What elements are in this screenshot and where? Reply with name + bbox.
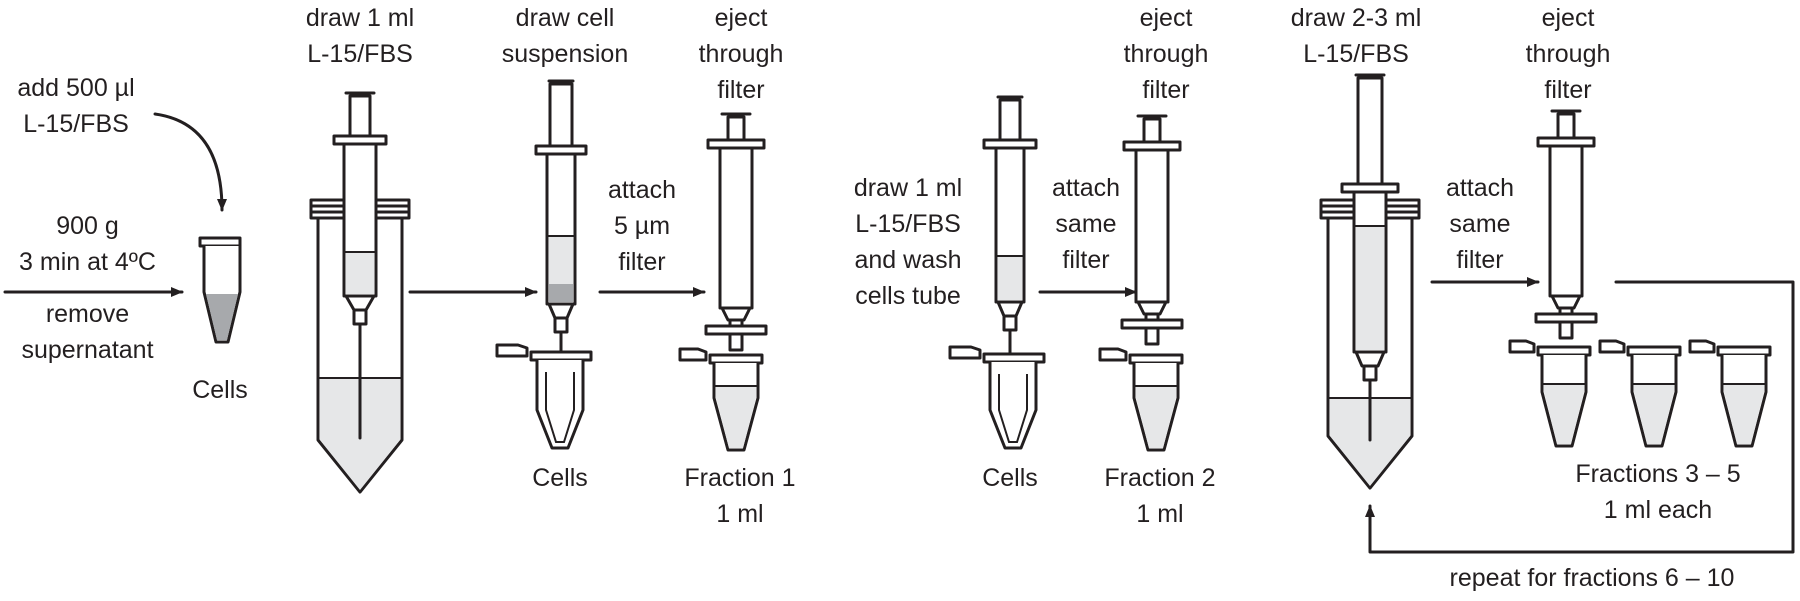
syringe-filter-1 xyxy=(704,112,768,352)
draw-2-3ml-label: draw 2-3 ml L-15/FBS xyxy=(1290,4,1422,68)
syringe-2 xyxy=(534,79,588,442)
repeat-label: repeat for fractions 6 – 10 xyxy=(1449,564,1735,592)
fraction-tube-3 xyxy=(1508,339,1592,448)
fraction-2-tube xyxy=(1098,347,1184,452)
add-medium-label: add 500 µl L-15/FBS xyxy=(17,74,135,138)
centrifuge-label: 900 g 3 min at 4ºC xyxy=(19,212,156,276)
fraction-1-label: Fraction 1 1 ml xyxy=(684,464,796,528)
syringe-4 xyxy=(1340,73,1400,442)
draw-wash-label: draw 1 ml L-15/FBS and wash cells tube xyxy=(853,174,963,310)
remove-supernatant-label: remove supernatant xyxy=(21,300,154,364)
fraction-1-tube xyxy=(678,347,764,452)
attach-same-filter-label-2: attach same filter xyxy=(1445,174,1515,274)
add-medium-arrow xyxy=(153,112,227,212)
syringe-filter-3 xyxy=(1534,109,1598,340)
cells-label-3: Cells xyxy=(982,464,1038,492)
attach-filter-label: attach 5 µm filter xyxy=(607,176,677,276)
cells-label-1: Cells xyxy=(192,376,248,404)
repeat-loop-arrow xyxy=(1365,280,1795,554)
syringe-filter-2 xyxy=(1120,114,1184,346)
fraction-tube-4 xyxy=(1598,339,1682,448)
cells-tube-3 xyxy=(948,345,1046,450)
attach-same-filter-label-1: attach same filter xyxy=(1051,174,1121,274)
cells-tube-2 xyxy=(495,343,593,450)
fraction-tube-5 xyxy=(1688,339,1772,448)
eject-label-3: eject through filter xyxy=(1525,4,1611,104)
microtube-pellet xyxy=(198,236,242,344)
syringe-1 xyxy=(332,91,388,440)
eject-label-2: eject through filter xyxy=(1123,4,1209,104)
fractions-3-5-label: Fractions 3 – 5 1 ml each xyxy=(1575,460,1741,524)
eject-label-1: eject through filter xyxy=(698,4,784,104)
cells-label-2: Cells xyxy=(532,464,588,492)
fraction-2-label: Fraction 2 1 ml xyxy=(1104,464,1216,528)
draw-1ml-label: draw 1 ml L-15/FBS xyxy=(305,4,415,68)
draw-cell-suspension-label: draw cell suspension xyxy=(501,4,629,68)
